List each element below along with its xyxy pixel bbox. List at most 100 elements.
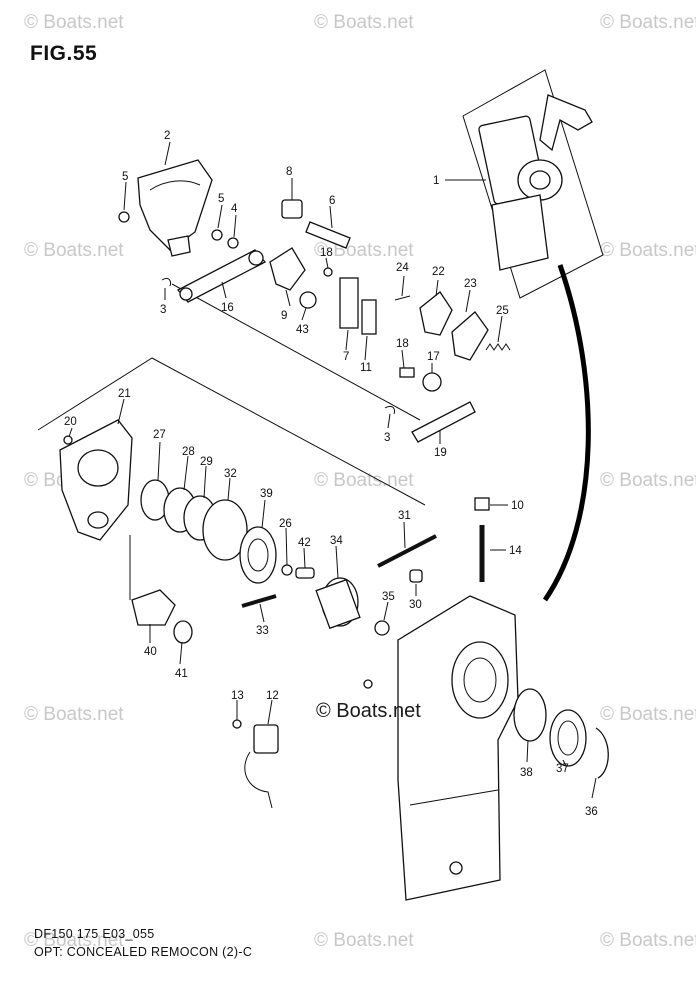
figure-code: DF150 175 E03_055 (34, 927, 155, 941)
part-screw-housing (363, 679, 373, 689)
watermark: © Boats.net (600, 240, 696, 261)
callout-41: 41 (175, 668, 188, 680)
section-guide-upper (171, 283, 421, 421)
callout-40: 40 (144, 646, 157, 658)
part-38-bushing (513, 688, 547, 742)
part-18-bolt-b (399, 367, 415, 378)
watermark: © Boats.net (600, 470, 696, 491)
section-guide (37, 357, 426, 506)
callout-4: 4 (231, 203, 238, 215)
callout-18: 18 (320, 247, 333, 259)
callout-7: 7 (343, 351, 349, 363)
part-37-washer (549, 709, 587, 767)
callout-10: 10 (511, 500, 524, 512)
callout-34: 34 (330, 535, 343, 547)
part-32-gear (202, 499, 248, 561)
callout-29: 29 (200, 456, 213, 468)
callout-24: 24 (396, 262, 409, 274)
part-2-bracket (137, 159, 213, 257)
watermark: © Boats.net (314, 930, 414, 951)
watermark: © Boats.net (600, 12, 696, 33)
watermark: © Boats.net (314, 12, 414, 33)
part-30-pin (409, 569, 423, 583)
part-31-rod (377, 534, 437, 568)
callout-39: 39 (260, 488, 273, 500)
figure-title: FIG.55 (30, 42, 98, 65)
part-41-ring (173, 620, 193, 644)
callout-37: 37 (556, 763, 569, 775)
part-24-bolt (394, 295, 411, 301)
part-43-washer (299, 291, 317, 309)
part-10-nut (474, 497, 490, 511)
callout-27: 27 (153, 429, 166, 441)
part-7-plate (339, 277, 359, 329)
part-12-switch (253, 724, 279, 754)
part-3-clip-b (384, 405, 395, 415)
watermark: © Boats.net (24, 12, 124, 33)
part-11-plate (361, 299, 377, 335)
callout-38: 38 (520, 767, 533, 779)
watermark-center: © Boats.net (316, 700, 421, 722)
part-25-spring (485, 343, 511, 351)
part-4-washer (227, 237, 239, 249)
part-3-clip (161, 277, 171, 287)
callout-36: 36 (585, 806, 598, 818)
callout-14: 14 (509, 545, 522, 557)
callout-28: 28 (182, 446, 195, 458)
callout-9: 9 (281, 310, 287, 322)
callout-5: 5 (122, 171, 128, 183)
callout-5b: 5 (218, 193, 224, 205)
callout-16: 16 (221, 302, 234, 314)
part-26-ball (281, 564, 293, 576)
callout-35: 35 (382, 591, 395, 603)
part-12-wire (244, 751, 273, 809)
part-35-bushing (374, 620, 390, 636)
callout-30: 30 (409, 599, 422, 611)
callout-22: 22 (432, 266, 445, 278)
part-18-bolt (323, 267, 333, 277)
part-33-pin (241, 594, 277, 608)
assembly-arrow (542, 264, 591, 602)
callout-2: 2 (164, 130, 170, 142)
callout-numbers: 1 2 3 3 4 5 5 6 7 8 9 10 11 12 13 14 16 … (64, 130, 598, 818)
callout-31: 31 (398, 510, 411, 522)
watermark: © Boats.net (24, 240, 124, 261)
callout-43: 43 (296, 324, 309, 336)
part-42-pin (295, 567, 315, 579)
watermark: © Boats.net (600, 930, 696, 951)
callout-32: 32 (224, 468, 237, 480)
callout-18b: 18 (396, 338, 409, 350)
callout-3b: 3 (384, 432, 390, 444)
callout-21: 21 (118, 388, 131, 400)
callout-12: 12 (266, 690, 279, 702)
callout-17: 17 (427, 351, 440, 363)
figure-description: OPT: CONCEALED REMOCON (2)-C (34, 945, 253, 959)
part-5-ring-b (211, 229, 223, 241)
part-36-circlip (595, 727, 609, 779)
watermark: © Boats.net (24, 704, 124, 725)
callout-11: 11 (360, 362, 372, 374)
part-20-screw (63, 435, 73, 445)
callout-42: 42 (298, 537, 311, 549)
callout-33: 33 (256, 625, 269, 637)
part-13-screw (232, 719, 242, 729)
part-22-plate (419, 291, 453, 336)
watermark: © Boats.net (24, 930, 124, 951)
part-40-block (131, 589, 176, 626)
callout-1: 1 (433, 175, 439, 187)
part-1-handle-assembly (478, 94, 593, 271)
part-39-washer (239, 526, 277, 584)
watermark: © Boats.net (600, 704, 696, 725)
part-23-cam-plate (451, 311, 489, 361)
callout-23: 23 (464, 278, 477, 290)
callout-13: 13 (231, 690, 244, 702)
main-control-housing (397, 595, 519, 901)
callout-20: 20 (64, 416, 77, 428)
callout-25: 25 (496, 305, 509, 317)
part-9-cam (269, 247, 306, 291)
callout-19: 19 (434, 447, 447, 459)
part-17-washer (422, 372, 442, 392)
callout-8: 8 (286, 166, 292, 178)
